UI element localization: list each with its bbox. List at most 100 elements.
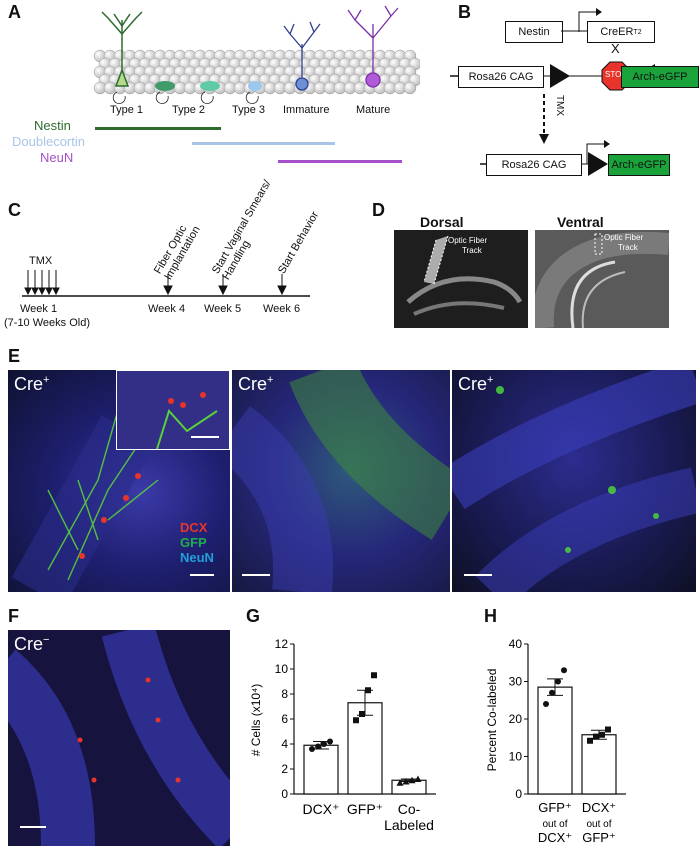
data-point bbox=[414, 775, 422, 782]
bar bbox=[581, 734, 617, 795]
chart-g: 0 2 4 6 8 10 12 # Cells (x10⁴) DCX⁺ GFP⁺ Co-Labele… bbox=[249, 637, 436, 833]
cre-plus-image-1 bbox=[8, 370, 230, 592]
panel-label-e: E bbox=[8, 346, 21, 366]
data-point bbox=[549, 689, 555, 696]
cre-minus-image bbox=[8, 630, 230, 846]
y-tick-label: 6 bbox=[281, 712, 288, 726]
data-point bbox=[365, 687, 371, 694]
x-tick-label: GFP⁺ bbox=[582, 830, 616, 845]
week1-label: Week 1 bbox=[20, 303, 58, 315]
legend-dcx: DCX bbox=[180, 520, 208, 535]
data-point bbox=[402, 778, 410, 785]
label-type3: Type 3 bbox=[232, 104, 266, 116]
y-axis-label: Percent Co-labeled bbox=[485, 669, 499, 772]
data-point bbox=[599, 731, 605, 738]
y-axis-label: # Cells (x10⁴) bbox=[249, 684, 263, 757]
scale-bar-2 bbox=[242, 574, 270, 576]
type2-cell bbox=[155, 81, 175, 91]
legend-neun: NeuN bbox=[180, 550, 214, 565]
x-tick-label: GFP⁺ bbox=[538, 800, 572, 815]
ventral-title: Ventral bbox=[557, 214, 604, 230]
panel-label-d: D bbox=[372, 200, 385, 220]
data-point bbox=[605, 726, 611, 733]
x-tick-label: DCX⁺ bbox=[538, 830, 572, 845]
granule-cell-layer bbox=[93, 49, 420, 95]
x-tick-label: DCX⁺ bbox=[582, 800, 616, 815]
data-point bbox=[315, 743, 321, 750]
x-tick-label: out of bbox=[542, 819, 567, 830]
doublecortin-bar bbox=[192, 142, 335, 145]
tmx-label: TMX bbox=[554, 94, 566, 117]
scale-bar-1 bbox=[190, 574, 214, 576]
data-point bbox=[359, 711, 365, 717]
cre-plus-image-2 bbox=[232, 370, 450, 592]
cre-plus-label-3: Cre+ bbox=[458, 374, 494, 394]
scale-bar-f bbox=[20, 826, 46, 828]
mature-neuron bbox=[347, 5, 399, 88]
data-point bbox=[309, 746, 315, 752]
data-point bbox=[408, 776, 416, 784]
week6-label: Week 6 bbox=[263, 303, 301, 315]
panel-label-b: B bbox=[458, 2, 471, 22]
data-point bbox=[555, 678, 561, 685]
label-type2: Type 2 bbox=[172, 104, 206, 116]
x-tick-label: DCX⁺ bbox=[303, 801, 340, 817]
data-point bbox=[543, 701, 549, 707]
ventral-slice-image bbox=[535, 230, 669, 328]
data-point bbox=[321, 741, 327, 747]
type2b-cell bbox=[200, 81, 220, 91]
data-point bbox=[396, 779, 404, 786]
scale-bar-3 bbox=[464, 574, 492, 576]
stop-label: STOP bbox=[605, 70, 627, 79]
data-point bbox=[353, 717, 359, 724]
y-tick-label: 0 bbox=[515, 787, 522, 801]
data-point bbox=[587, 737, 593, 744]
timeline bbox=[22, 270, 310, 297]
x-tick-label: Labeled bbox=[384, 817, 434, 833]
y-tick-label: 40 bbox=[509, 637, 523, 651]
neurogenesis-schematic bbox=[93, 5, 420, 104]
label-immature: Immature bbox=[283, 104, 330, 116]
bar bbox=[537, 686, 573, 795]
cre-plus-label-2: Cre+ bbox=[238, 374, 274, 394]
panel-label-a: A bbox=[8, 2, 21, 22]
bar bbox=[391, 779, 427, 795]
cre-plus-image-3 bbox=[452, 370, 696, 592]
y-tick-label: 20 bbox=[509, 712, 523, 726]
panel-label-c: C bbox=[8, 200, 21, 220]
age-label: (7-10 Weeks Old) bbox=[4, 317, 90, 329]
y-tick-label: 4 bbox=[281, 737, 288, 751]
bar bbox=[303, 744, 339, 795]
marker-nestin: Nestin bbox=[34, 118, 71, 133]
label-mature: Mature bbox=[356, 104, 391, 116]
arch-egfp-recombined-box: Arch-eGFP bbox=[608, 154, 670, 176]
type1-cell bbox=[101, 11, 143, 87]
data-point bbox=[371, 672, 377, 679]
nestin-box: Nestin bbox=[505, 21, 563, 43]
arch-egfp-box: Arch-eGFP bbox=[621, 66, 699, 88]
type3-cell bbox=[248, 81, 262, 91]
x-tick-label: Co- bbox=[398, 801, 421, 817]
dorsal-title: Dorsal bbox=[420, 214, 464, 230]
cross-symbol: X bbox=[611, 41, 620, 56]
x-tick-label: GFP⁺ bbox=[347, 801, 383, 817]
week4-label: Week 4 bbox=[148, 303, 186, 315]
y-tick-label: 10 bbox=[275, 662, 289, 676]
y-tick-label: 12 bbox=[275, 637, 289, 651]
nestin-bar bbox=[95, 127, 221, 130]
panel-label-g: G bbox=[246, 606, 261, 626]
cre-minus-label: Cre− bbox=[14, 634, 50, 654]
x-tick-label: out of bbox=[586, 819, 611, 830]
label-type1: Type 1 bbox=[110, 104, 144, 116]
y-tick-label: 2 bbox=[281, 762, 288, 776]
cre-plus-label-1: Cre+ bbox=[14, 374, 50, 394]
legend-gfp: GFP bbox=[180, 535, 207, 550]
neun-bar bbox=[278, 160, 402, 163]
y-tick-label: 0 bbox=[281, 787, 288, 801]
panel-label-f: F bbox=[8, 606, 19, 626]
tmx-timeline-label: TMX bbox=[29, 255, 53, 267]
y-tick-label: 8 bbox=[281, 687, 288, 701]
